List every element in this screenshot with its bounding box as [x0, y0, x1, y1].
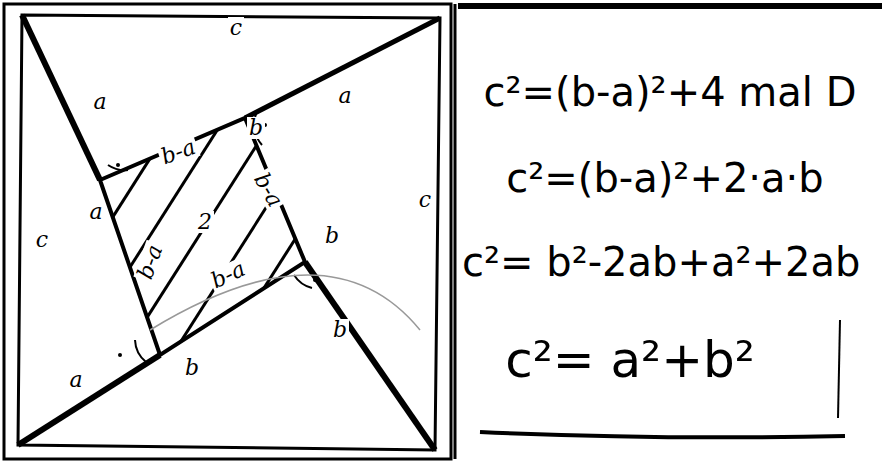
side-label: c	[228, 17, 244, 39]
equation: c²= a²+b²	[505, 335, 755, 385]
side-label: a	[87, 201, 104, 223]
side-label: b	[323, 225, 341, 247]
equation: c²=(b-a)²+4 mal D	[484, 72, 857, 112]
side-label: b	[183, 357, 201, 379]
equation: c²=(b-a)²+2·a·b	[506, 158, 823, 198]
equation: c²= b²-2ab+a²+2ab	[462, 242, 860, 282]
side-label: a	[67, 369, 84, 391]
side-label: c	[417, 189, 433, 211]
side-label: b	[247, 117, 265, 139]
side-label: b	[331, 319, 349, 341]
side-label: c	[34, 229, 50, 251]
inner-label: 2	[196, 211, 214, 233]
side-label: a	[336, 85, 353, 107]
side-label: a	[91, 91, 108, 113]
